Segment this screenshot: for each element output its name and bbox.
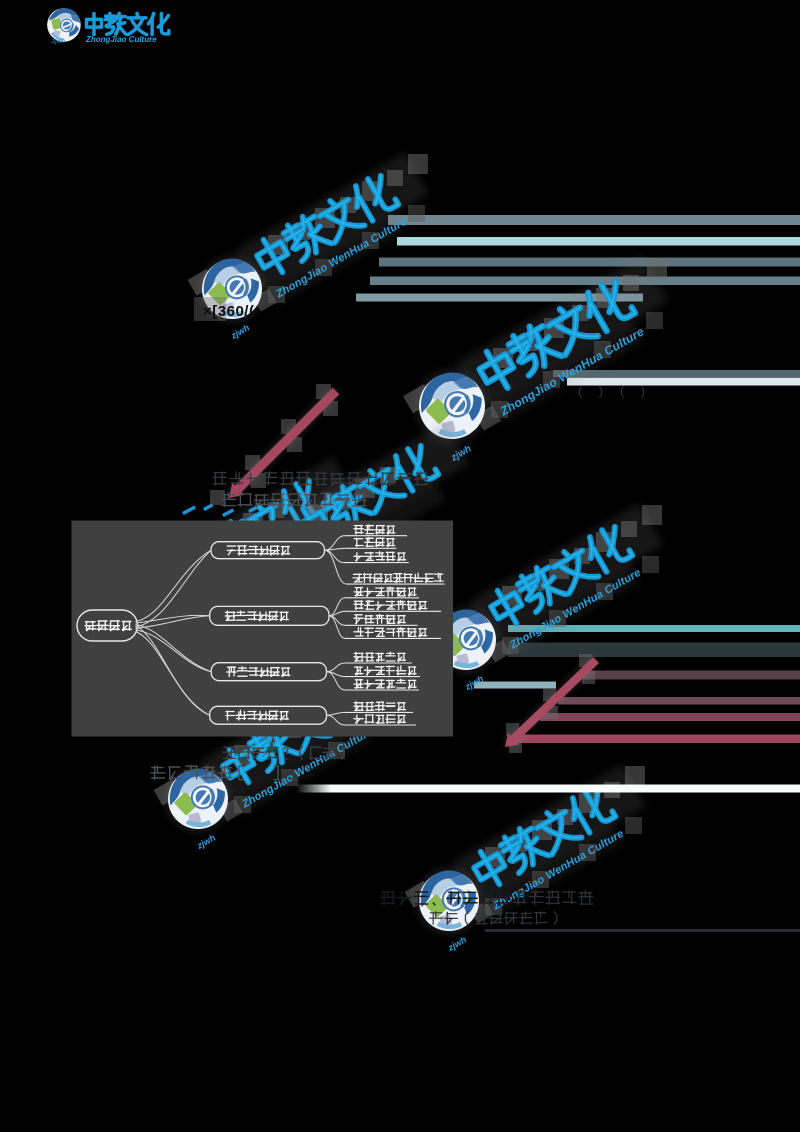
- svg-text:zjwh: zjwh: [445, 934, 468, 953]
- svg-text:zjwh: zjwh: [462, 673, 485, 692]
- svg-text:ZhongJiao Culture: ZhongJiao Culture: [85, 35, 157, 44]
- svg-text:zjwh: zjwh: [228, 322, 251, 341]
- svg-text:zjwh: zjwh: [194, 832, 217, 851]
- svg-text:zjwh: zjwh: [51, 38, 65, 45]
- svg-text:×[360/(: ×[360/(: [203, 303, 254, 320]
